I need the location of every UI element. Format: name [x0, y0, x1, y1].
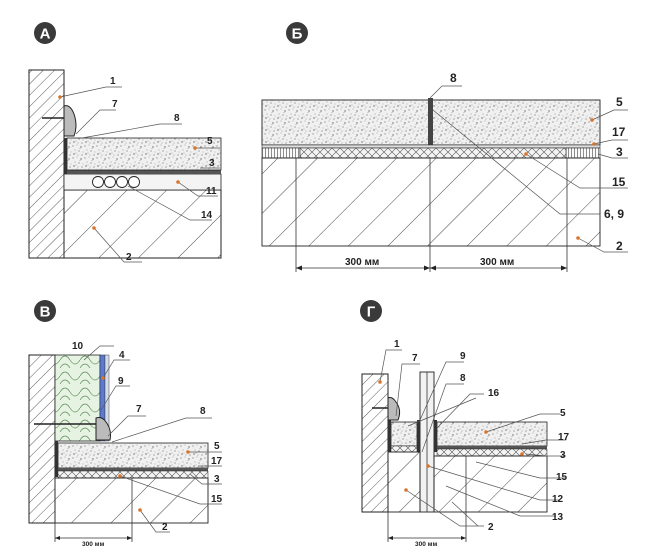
callout-v-15: 15	[211, 494, 223, 505]
callout-b-17: 17	[612, 125, 626, 139]
callout-b-15: 15	[612, 175, 626, 189]
figure-v: В 300 мм	[28, 300, 223, 548]
callout-g-16: 16	[488, 388, 500, 399]
callout-g-5: 5	[560, 408, 566, 419]
callout-a-5: 5	[207, 136, 213, 147]
callout-v-2: 2	[162, 522, 168, 533]
callouts-v: 10 4 9 7 8 5 17 3 15 2	[72, 341, 223, 533]
base-slab-v	[54, 477, 209, 524]
wall-g	[361, 373, 389, 513]
finish-v	[104, 354, 110, 442]
callout-a-14: 14	[201, 210, 213, 221]
callout-b-8: 8	[450, 71, 457, 85]
dimension-g-label: 300 мм	[415, 541, 437, 548]
leaders-b	[429, 85, 628, 253]
callout-b-5: 5	[616, 95, 623, 109]
strip-right-b	[565, 147, 601, 159]
skirting-a	[63, 105, 77, 137]
strip-left-b	[261, 147, 301, 159]
badge-a: А	[34, 22, 56, 44]
callout-g-9: 9	[460, 351, 466, 362]
callout-v-17: 17	[211, 456, 223, 467]
callouts-b: 8 5 17 3 15 6, 9 2	[450, 71, 626, 253]
base-slab-a	[63, 189, 222, 259]
callout-v-8: 8	[200, 406, 206, 417]
callout-a-8: 8	[174, 113, 180, 124]
insulation-v	[54, 354, 101, 442]
leaders-v	[83, 345, 222, 533]
callout-a-1: 1	[110, 76, 116, 87]
film-v	[58, 468, 208, 471]
skirting-g	[387, 397, 401, 421]
badge-g-letter: Г	[367, 304, 376, 321]
edge-tape-a	[64, 138, 67, 174]
badge-a-letter: А	[40, 26, 51, 43]
skirting-v	[95, 417, 111, 441]
dimension-v-label: 300 мм	[82, 541, 104, 548]
dimension-v: 300 мм	[54, 478, 133, 548]
dimension-g: 300 мм	[387, 456, 467, 548]
figure-b: Б 300 мм 300 мм	[261, 22, 628, 272]
callout-g-17: 17	[558, 432, 570, 443]
callout-g-2: 2	[488, 522, 494, 533]
badge-b-letter: Б	[292, 26, 303, 43]
callout-g-12: 12	[552, 494, 564, 505]
callout-v-7: 7	[136, 404, 142, 415]
film-a	[64, 170, 221, 174]
edge-tape-v	[55, 441, 58, 477]
callout-g-3: 3	[560, 450, 566, 461]
screed-v	[57, 442, 209, 469]
dimension-b-left: 300 мм	[345, 257, 379, 268]
screed-right-g	[436, 421, 548, 447]
callout-b-3: 3	[616, 145, 623, 159]
badge-v: В	[34, 300, 56, 322]
badge-b: Б	[286, 22, 308, 44]
callout-v-3: 3	[214, 474, 220, 485]
dimension-b: 300 мм 300 мм	[295, 158, 568, 272]
callout-g-13: 13	[552, 512, 564, 523]
callout-b-2: 2	[616, 239, 623, 253]
callouts-a: 1 7 8 5 3 11 14 2	[110, 76, 217, 263]
dimension-b-right: 300 мм	[480, 257, 514, 268]
callout-g-8: 8	[460, 373, 466, 384]
base-slab-b	[261, 157, 601, 247]
insulation-floor-v	[57, 470, 209, 479]
callout-a-3: 3	[209, 158, 215, 169]
leaders-a	[58, 86, 220, 263]
insulation-g	[436, 448, 548, 457]
callout-b-6-9: 6, 9	[604, 207, 624, 221]
callout-a-2: 2	[126, 252, 132, 263]
callout-v-10: 10	[72, 341, 84, 352]
callout-v-9: 9	[118, 376, 124, 387]
base-slab-left-g	[387, 451, 421, 513]
joint-b	[428, 98, 433, 158]
callout-v-5: 5	[214, 441, 220, 452]
callout-a-7: 7	[112, 99, 118, 110]
screed-left-g	[390, 421, 418, 447]
film-b	[261, 144, 601, 149]
screed-a	[66, 137, 222, 171]
callout-g-1: 1	[394, 339, 400, 350]
badge-v-letter: В	[40, 304, 51, 321]
heating-pipes-a	[92, 176, 140, 188]
wall-v	[28, 354, 56, 524]
callout-g-15: 15	[556, 472, 568, 483]
callout-g-7: 7	[412, 353, 418, 364]
callout-a-11: 11	[206, 186, 217, 197]
leaders-g	[378, 349, 566, 527]
heating-layer-a	[63, 173, 222, 191]
figure-a: А	[28, 22, 222, 263]
badge-g: Г	[360, 300, 382, 322]
callouts-g: 1 7 9 8 16 5 17 3 15 12 13 2	[394, 339, 570, 533]
base-slab-right-g	[433, 455, 548, 513]
figure-g: Г 300 мм	[360, 300, 570, 548]
callout-v-4: 4	[119, 350, 125, 361]
